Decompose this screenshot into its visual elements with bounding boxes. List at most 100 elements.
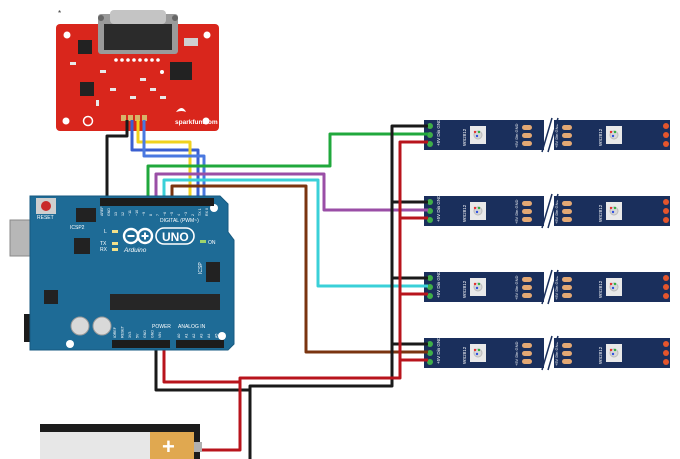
chip-label: WS2812: [462, 346, 467, 364]
led-die-blue: [475, 286, 479, 290]
strip-input-pad: [427, 217, 433, 223]
smd-parts: [70, 62, 166, 106]
pin-label: RX 0: [205, 208, 209, 216]
icsp2-label: ICSP2: [70, 225, 85, 231]
strip-break: [544, 336, 554, 370]
battery-cell: [40, 432, 150, 459]
strip-output-pad: [663, 217, 669, 223]
cut-pad: [522, 351, 532, 356]
led-die-red: [473, 130, 477, 134]
power-led: [160, 70, 164, 74]
strip-output-pad: [663, 208, 669, 214]
strip-output-pad: [663, 132, 669, 138]
power-header: [112, 340, 170, 348]
status-leds: L TX RX ON: [100, 229, 216, 253]
strip-output-pad: [663, 284, 669, 290]
cut-pad: [522, 343, 532, 348]
break-line: [547, 335, 559, 371]
pin-label: 2: [191, 214, 195, 216]
break-line: [547, 269, 559, 305]
pin-label: 12: [121, 212, 125, 216]
digital-header: [100, 198, 214, 206]
led-die-green: [613, 282, 617, 286]
wire-black-sparkfun-gnd: [105, 120, 129, 198]
arduino-pcb: [29, 195, 235, 351]
strip-output-pad: [663, 275, 669, 281]
pin-label: A4: [207, 334, 211, 338]
cut-pad: [562, 201, 572, 206]
battery-plus: +: [162, 434, 175, 459]
led-die-red: [609, 206, 613, 210]
ic-chip: [80, 82, 94, 96]
chip-label: WS2812: [462, 128, 467, 146]
cut-pad-label: +5V Din GND: [554, 200, 559, 224]
led-label-tx: TX: [100, 241, 107, 247]
cut-pad: [522, 359, 532, 364]
led-die-blue: [475, 210, 479, 214]
wire-red-power-bus: [200, 140, 428, 452]
led-die-red: [609, 130, 613, 134]
led-die-green: [477, 130, 481, 134]
pin-label: ~11: [128, 210, 132, 216]
wires: [105, 120, 428, 459]
strip-break: [544, 194, 554, 228]
power-label: POWER: [152, 324, 171, 330]
capacitor: [70, 316, 90, 336]
led-die-blue: [475, 352, 479, 356]
crystal: [184, 38, 198, 46]
strip-input-pad: [427, 208, 433, 214]
cut-pad: [562, 277, 572, 282]
wire-lightblue-sparkfun: [142, 120, 206, 200]
cut-pad: [522, 201, 532, 206]
led-label-rx: RX: [100, 247, 108, 253]
led-die-blue: [611, 352, 615, 356]
pin-label: GND: [143, 330, 147, 338]
led-label-on: ON: [208, 240, 216, 246]
cut-pad: [562, 133, 572, 138]
reset-button-cap: [41, 201, 51, 211]
corner-mark: *: [58, 9, 61, 18]
db9-connector: [98, 10, 178, 54]
regulator: [44, 290, 58, 304]
led-die-blue: [611, 286, 615, 290]
strip-output-pad: [663, 350, 669, 356]
strip-input-pad: [427, 132, 433, 138]
strip-break: [544, 270, 554, 304]
cut-pad: [562, 351, 572, 356]
strip-output-pad: [663, 141, 669, 147]
cut-pad: [522, 293, 532, 298]
led-die-red: [473, 206, 477, 210]
break-line: [547, 193, 559, 229]
cut-pad-label: +5V Din GND: [514, 124, 519, 148]
strip-output-pad: [663, 293, 669, 299]
chip-label: WS2812: [462, 204, 467, 222]
pin-label: ~6: [163, 212, 167, 216]
mount-hole: [62, 117, 70, 125]
cut-pad: [522, 141, 532, 146]
led-die-red: [609, 282, 613, 286]
cut-pad: [562, 141, 572, 146]
strip-input-pad: [427, 123, 433, 129]
cut-pad-label: +5V Din GND: [514, 276, 519, 300]
strip-output-pad: [663, 359, 669, 365]
led-lens: [609, 206, 619, 216]
cut-pad-label: +5V Din GND: [554, 342, 559, 366]
atmega-chip: [110, 294, 220, 310]
pin-label: A3: [200, 334, 204, 338]
pin-label: 13: [114, 212, 118, 216]
pin-label: VIN: [158, 332, 162, 338]
pin-label: 3V3: [128, 332, 132, 338]
wire-purple-strip2: [154, 172, 428, 212]
sparkfun-brand-label: sparkfun.com: [175, 119, 218, 126]
pin-label: 8: [149, 214, 153, 216]
cut-pad: [562, 293, 572, 298]
led-die-blue: [611, 210, 615, 214]
mount-hole: [202, 117, 210, 125]
led-lens: [609, 348, 619, 358]
pin-label: RESET: [121, 325, 125, 338]
